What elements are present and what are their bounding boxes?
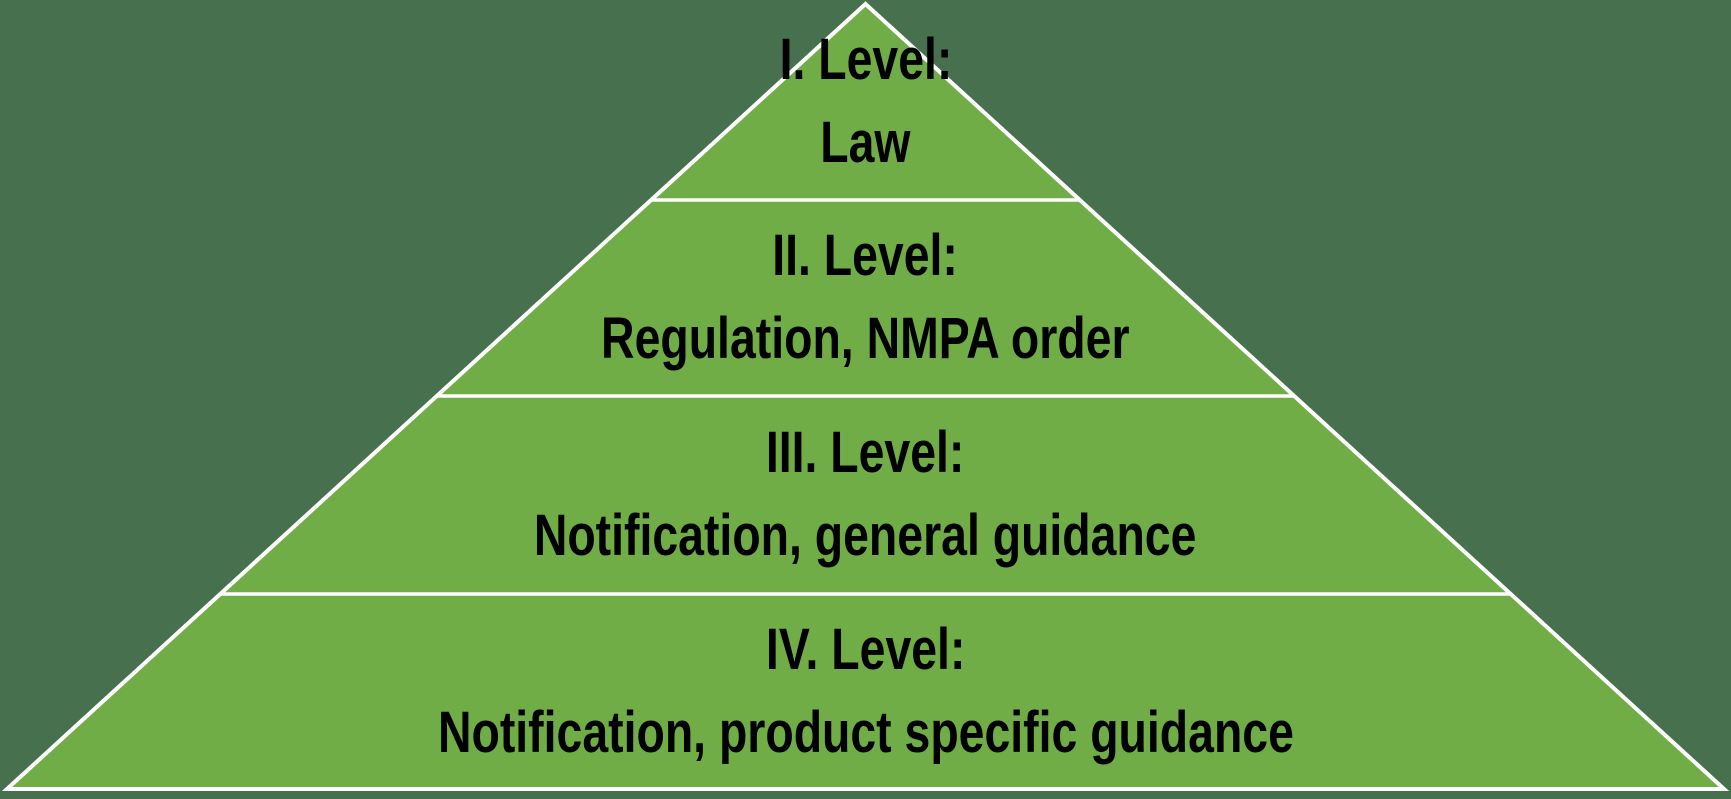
pyramid-diagram: I. Level: Law II. Level: Regulation, NMP… xyxy=(0,0,1731,799)
pyramid-svg xyxy=(1,1,1730,791)
